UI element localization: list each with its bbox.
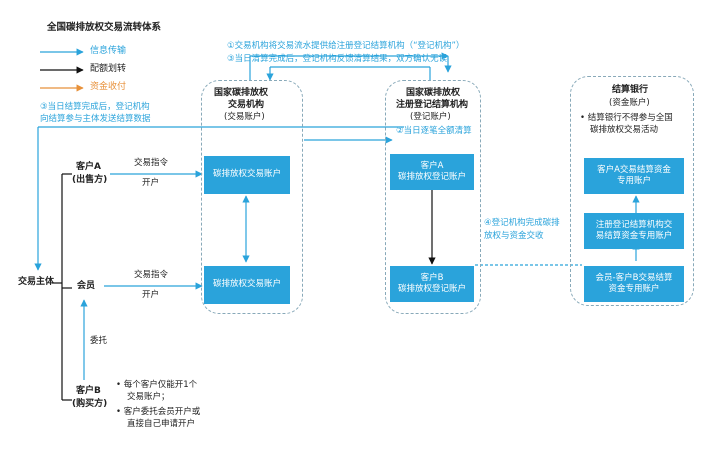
- bank-title: 结算银行: [612, 85, 649, 95]
- registry-panel: [385, 80, 481, 314]
- customer-b-role: (购买方): [72, 399, 108, 409]
- bullet-2-line2: 直接自己申请开户: [127, 419, 196, 429]
- bank-panel: [570, 76, 694, 306]
- bank-account-member-b: 会员-客户B交易结算资金专用账户: [584, 266, 684, 302]
- exchange-title-line1: 国家碳排放权: [214, 88, 269, 98]
- note-4-line1: ④登记机构完成碳排: [484, 218, 560, 228]
- registry-title-line1: 国家碳排放权: [406, 88, 461, 98]
- note-3a: ③当日清算完成后，登记机构反馈清算结果，双方确认无误: [227, 54, 448, 64]
- legend-fund-label: 资金收付: [90, 82, 127, 92]
- bullet-2-line1: • 客户委托会员开户或: [116, 407, 201, 417]
- entrust-label: 委托: [90, 336, 108, 346]
- bullet-1-line1: • 每个客户仅能开1个: [116, 380, 198, 390]
- legend-info-label: 信息传输: [90, 46, 127, 56]
- bank-note-line1: • 结算银行不得参与全国: [580, 113, 673, 123]
- registry-sub: (登记账户): [410, 112, 451, 122]
- customer-b-label: 客户B: [76, 386, 101, 396]
- exchange-account-a: 碳排放权交易账户: [204, 156, 290, 194]
- note-3b-line2: 向结算参与主体发送结算数据: [40, 114, 151, 124]
- note-4-line2: 放权与资金交收: [484, 231, 544, 241]
- customer-a-label: 客户A: [76, 162, 101, 172]
- note-3b-line1: ③当日结算完成后，登记机构: [40, 102, 150, 112]
- legend-quota-label: 配额划转: [90, 64, 127, 74]
- exchange-panel: [201, 80, 303, 314]
- bank-note-line2: 碳排放权交易活动: [590, 125, 659, 135]
- customer-a-role: (出售方): [72, 175, 108, 185]
- label-order-a: 交易指令: [134, 158, 169, 168]
- label-open-member: 开户: [142, 290, 160, 300]
- member-label: 会员: [77, 281, 96, 291]
- bank-account-registry: 注册登记结算机构交易结算资金专用账户: [584, 213, 684, 249]
- bank-sub: (资金账户): [609, 98, 650, 108]
- exchange-sub: (交易账户): [224, 112, 265, 122]
- registry-title-line2: 注册登记结算机构: [396, 100, 469, 110]
- exchange-account-member: 碳排放权交易账户: [204, 266, 290, 304]
- exchange-title-line2: 交易机构: [228, 100, 265, 110]
- label-order-member: 交易指令: [134, 270, 169, 280]
- bullet-1-line2: 交易账户；: [127, 392, 170, 402]
- trading-entity-label: 交易主体: [18, 277, 55, 287]
- label-open-a: 开户: [142, 178, 160, 188]
- bank-account-a: 客户A交易结算资金专用账户: [584, 158, 684, 194]
- note-1: ①交易机构将交易流水提供给注册登记结算机构（“登记机构”）: [227, 41, 465, 51]
- note-2: ②当日逐笔全额清算: [396, 126, 472, 136]
- page-title: 全国碳排放权交易流转体系: [47, 22, 162, 33]
